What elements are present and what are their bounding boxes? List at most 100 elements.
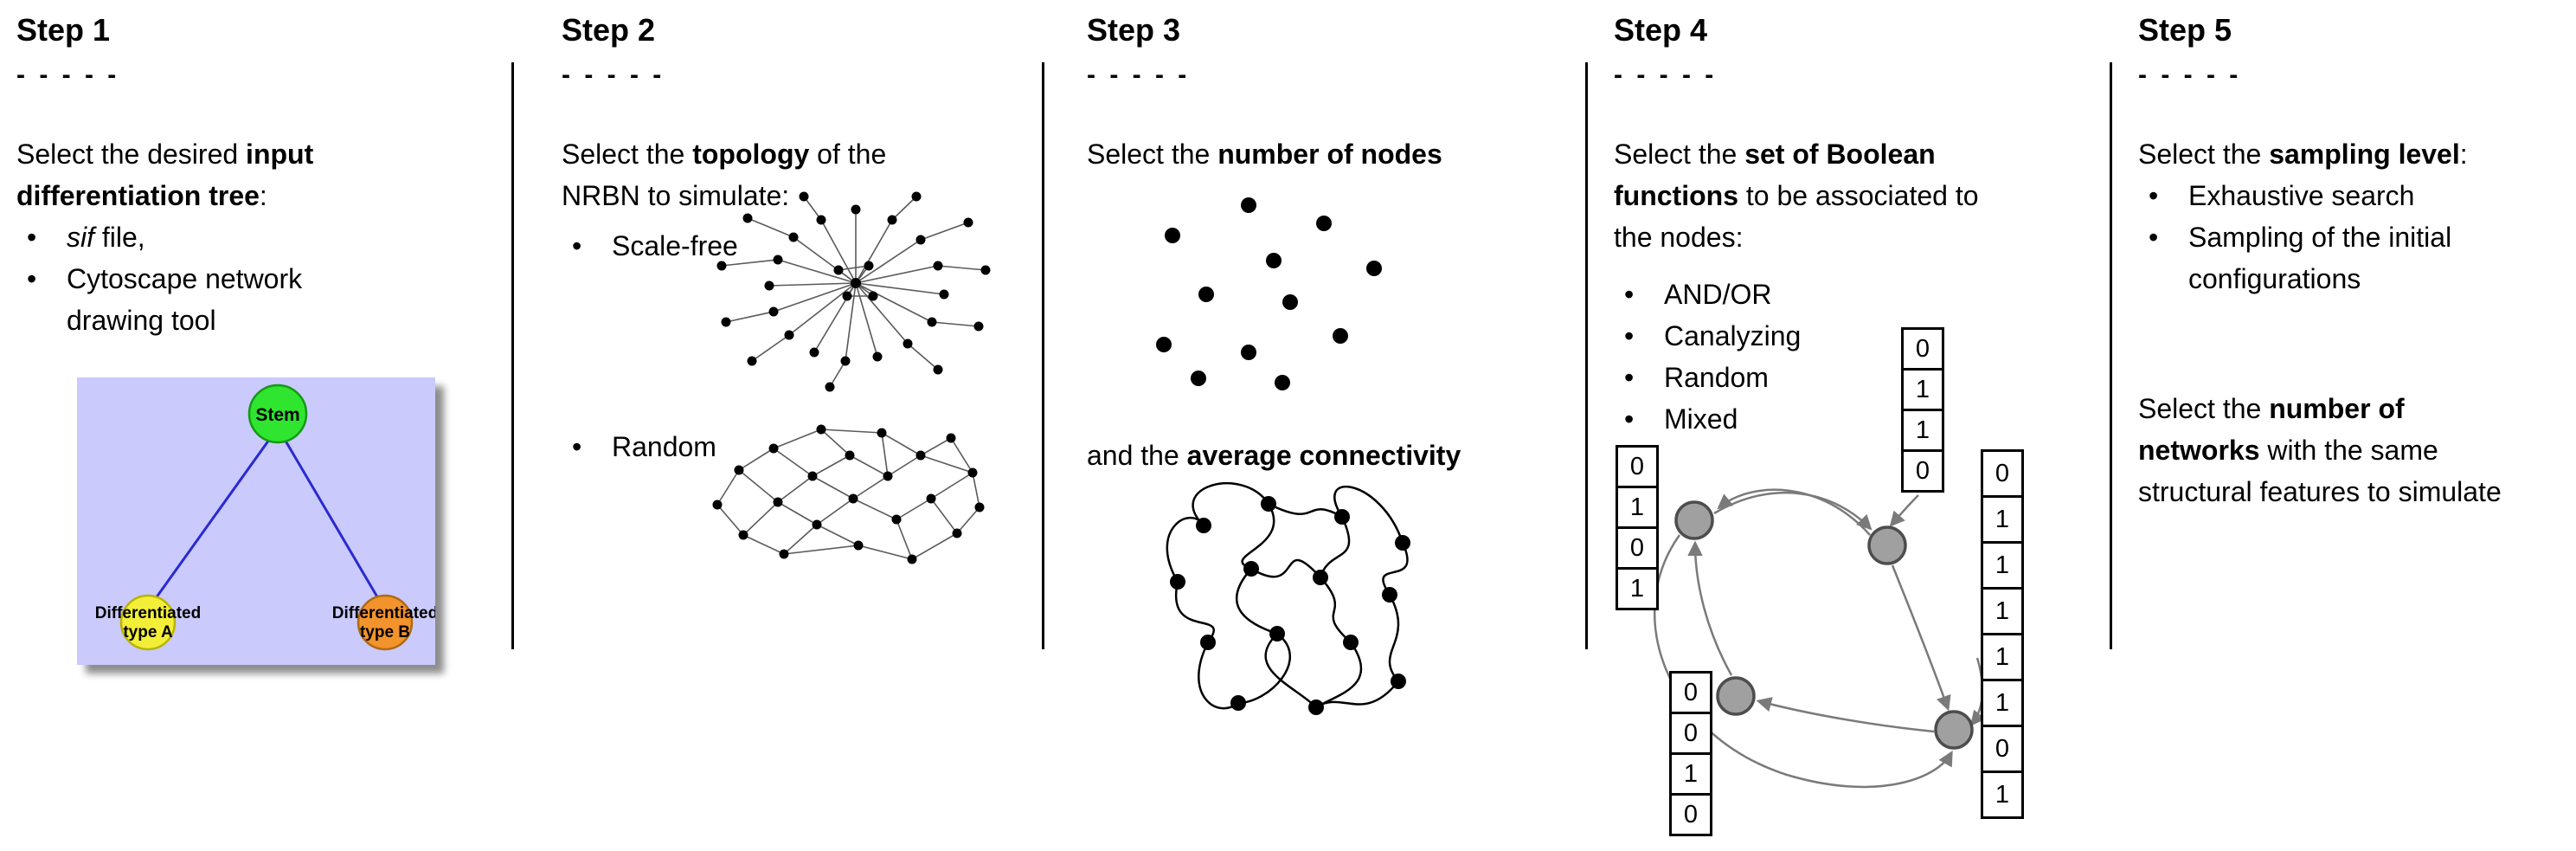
connectivity-graphic xyxy=(1166,482,1410,715)
column-divider-1 xyxy=(511,62,514,649)
step1-intro-pre: Select the desired xyxy=(16,139,247,170)
step1-intro-post: : xyxy=(259,180,267,211)
step2-title: Step 2 xyxy=(562,12,656,48)
step1-bullet-cytoscape: Cytoscape network drawing tool xyxy=(16,258,485,341)
boolean-network-graphic xyxy=(1653,488,1986,789)
connectivity-nodes xyxy=(1170,496,1410,715)
type-a-label-line1: Differentiated xyxy=(95,604,201,622)
truth-table-cell: 1 xyxy=(1669,752,1712,796)
step3-line1-bold: number of nodes xyxy=(1217,139,1442,170)
truth-table-cell: 1 xyxy=(1981,541,2024,590)
truth-table-cell: 1 xyxy=(1981,587,2024,635)
truth-table-cell: 0 xyxy=(1901,327,1944,371)
step2-intro-pre: Select the xyxy=(562,139,693,170)
step5-line2-bold: number of networks xyxy=(2138,393,2405,466)
step3-column: Step 3 - - - - - Select the number of no… xyxy=(1087,0,1566,851)
boolean-network-arrows xyxy=(1653,488,1986,789)
truth-table-cell: 1 xyxy=(1901,409,1944,452)
step3-line2: and the average connectivity xyxy=(1087,435,1461,476)
node-dots xyxy=(1156,197,1382,390)
truth-table-right: 0 1 1 1 1 1 0 1 xyxy=(1981,449,2024,819)
step5-bullet-exhaustive: Exhaustive search xyxy=(2138,175,2571,216)
step5-line2-pre: Select the xyxy=(2138,393,2270,424)
type-a-label-line2: type A xyxy=(123,623,173,641)
scale-free-nodes xyxy=(716,191,991,392)
boolean-node-c xyxy=(1716,676,1756,716)
step2-bullet-list: Scale-free Random xyxy=(562,225,1021,467)
type-a-node xyxy=(119,594,177,651)
type-b-node xyxy=(357,594,414,651)
step3-line1-pre: Select the xyxy=(1087,139,1218,170)
step5-line2-post: with the same structural features to sim… xyxy=(2138,435,2502,507)
step5-line1-pre: Select the xyxy=(2138,139,2270,170)
truth-table-cell: 0 xyxy=(1616,445,1659,488)
step5-line1-bold: sampling level xyxy=(2269,139,2460,170)
step5-column: Step 5 - - - - - Select the sampling lev… xyxy=(2138,0,2571,851)
step2-bullet-random: Random xyxy=(562,426,1021,467)
step3-line1: Select the number of nodes xyxy=(1087,133,1566,175)
step4-dashes: - - - - - xyxy=(1614,61,1718,89)
step5-line1: Select the sampling level: xyxy=(2138,133,2571,175)
step1-title: Step 1 xyxy=(16,12,111,48)
step5-title: Step 5 xyxy=(2138,12,2232,48)
column-divider-2 xyxy=(1042,62,1044,649)
step2-intro-bold: topology xyxy=(692,139,810,170)
step4-column: Step 4 - - - - - Select the set of Boole… xyxy=(1614,0,2094,851)
step2-intro: Select the topology of the NRBN to simul… xyxy=(562,133,1021,216)
truth-table-cell: 0 xyxy=(1981,725,2024,773)
step4-bullet-and-or: AND/OR xyxy=(1614,274,2094,315)
truth-table-cell: 0 xyxy=(1669,671,1712,714)
truth-table-cell: 0 xyxy=(1901,449,1944,493)
step2-dashes: - - - - - xyxy=(562,61,665,89)
step1-bullet1-italic: sif xyxy=(67,222,94,253)
random-edges xyxy=(716,429,980,560)
type-b-label-line1: Differentiated xyxy=(332,604,435,622)
step4-bullet-mixed: Mixed xyxy=(1614,398,2094,440)
connectivity-edges xyxy=(1166,482,1409,710)
tree-edge-left xyxy=(150,427,279,605)
scale-free-network-graphic xyxy=(716,191,991,392)
truth-table-cell: 1 xyxy=(1901,368,1944,411)
step3-line2-pre: and the xyxy=(1087,440,1187,471)
boolean-node-b xyxy=(1867,525,1907,565)
boolean-node-d xyxy=(1934,710,1974,750)
step3-title: Step 3 xyxy=(1087,12,1181,48)
random-nodes xyxy=(712,424,985,564)
truth-table-cell: 1 xyxy=(1981,679,2024,727)
step2-intro-post: of the NRBN to simulate: xyxy=(562,139,887,211)
step5-line1-post: : xyxy=(2459,139,2468,170)
step4-intro: Select the set of Boolean functions to b… xyxy=(1614,133,2094,258)
truth-table-cell: 1 xyxy=(1616,567,1659,610)
step3-dashes: - - - - - xyxy=(1087,61,1191,89)
step5-bullet-list: Exhaustive search Sampling of the initia… xyxy=(2138,175,2571,300)
boolean-node-a xyxy=(1674,500,1714,540)
column-divider-4 xyxy=(2110,62,2112,649)
truth-table-cell: 0 xyxy=(1669,793,1712,836)
step4-bullet-random: Random xyxy=(1614,357,2094,398)
step2-bullet-scale-free: Scale-free xyxy=(562,225,1021,267)
truth-table-cell: 0 xyxy=(1616,526,1659,570)
tree-edge-right xyxy=(276,427,383,605)
step4-bullet-list: AND/OR Canalyzing Random Mixed xyxy=(1614,274,2094,440)
step2-column: Step 2 - - - - - Select the topology of … xyxy=(562,0,1021,851)
step3-line2-bold: average connectivity xyxy=(1186,440,1461,471)
stem-label: Stem xyxy=(255,405,299,425)
step4-bullet-canalyzing: Canalyzing xyxy=(1614,315,2094,357)
step5-dashes: - - - - - xyxy=(2138,61,2242,89)
boolean-network-nodes xyxy=(1674,500,1974,750)
truth-table-cell: 1 xyxy=(1616,486,1659,529)
truth-table-cell: 1 xyxy=(1981,495,2024,544)
step4-intro-bold: set of Boolean functions xyxy=(1614,139,1936,211)
truth-table-cell: 1 xyxy=(1981,770,2024,819)
step5-line2: Select the number of networks with the s… xyxy=(2138,388,2571,513)
nodes-dots-graphic xyxy=(1156,197,1382,390)
truth-table-cell: 0 xyxy=(1981,449,2024,498)
truth-table-cell: 1 xyxy=(1981,633,2024,681)
stem-node xyxy=(247,384,308,444)
truth-table-cell: 0 xyxy=(1669,712,1712,755)
step1-bullet-list: sif file, Cytoscape network drawing tool xyxy=(16,216,485,341)
truth-table-left: 0 1 0 1 xyxy=(1616,445,1659,610)
differentiation-tree-graphic: Stem Differentiated type A Differentiate… xyxy=(95,384,435,651)
truth-table-bottom: 0 0 1 0 xyxy=(1669,671,1712,836)
step1-dashes: - - - - - xyxy=(16,61,120,89)
